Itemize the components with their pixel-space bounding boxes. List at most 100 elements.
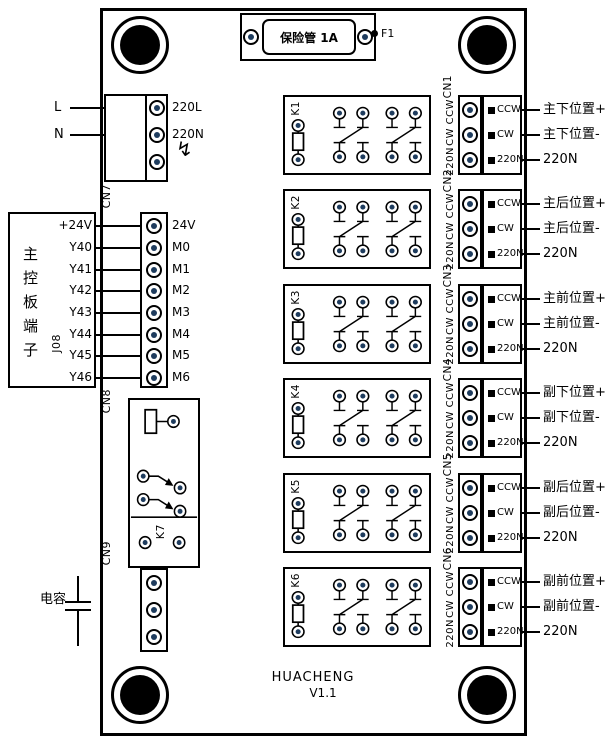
cn8-ref-label: CN8	[100, 389, 113, 414]
pad	[357, 29, 373, 45]
cn-pin-label: CW	[445, 411, 456, 429]
controller-terminal-box	[8, 212, 96, 388]
external-net-label: 副下位置-	[543, 410, 600, 425]
cn-pin-label: CCW	[445, 288, 456, 314]
relay-outline: K5	[283, 473, 431, 553]
pad	[149, 100, 165, 116]
terminal-label: CW	[497, 223, 514, 234]
cn-pin-label: CW	[445, 317, 456, 335]
cn-pin-label: CCW	[445, 193, 456, 219]
pad	[462, 246, 478, 262]
controller-pin-label: Y46	[69, 370, 92, 384]
mounting-hole-drill	[120, 25, 160, 65]
external-net-label: 主下位置-	[543, 127, 600, 142]
mounting-hole	[111, 16, 169, 74]
pad	[462, 385, 478, 401]
wire	[522, 631, 540, 633]
board-version-label: V1.1	[309, 686, 337, 700]
relay-outline: K3	[283, 284, 431, 364]
relay-channel-row: K1 CN1 CCW CW 220N CCW CW 220N 主下位置+ 主下位…	[283, 75, 610, 176]
controller-pin-label: Y43	[69, 305, 92, 319]
terminal-label: CW	[497, 129, 514, 140]
relay-ref-label: K3	[290, 290, 302, 305]
terminal-label: CW	[497, 601, 514, 612]
terminal-label: CW	[497, 318, 514, 329]
cn8-pin-label: M2	[172, 283, 190, 297]
wire	[522, 203, 540, 205]
external-net-label: 主前位置+	[543, 291, 606, 306]
controller-title: 主控板端子	[21, 246, 39, 366]
wire	[522, 159, 540, 161]
mounting-hole	[111, 666, 169, 724]
pad	[462, 574, 478, 590]
terminal-label: CCW	[497, 198, 521, 209]
cn-ref-label: CN4	[442, 358, 454, 382]
terminal-label: 220N	[497, 532, 524, 543]
relay-outline: K4	[283, 378, 431, 458]
pad	[462, 599, 478, 615]
lightning-icon: ↯	[176, 137, 193, 161]
external-net-label: 220N	[543, 530, 578, 545]
terminal-label: 220N	[497, 626, 524, 637]
terminal-pad	[488, 226, 495, 233]
terminal-label: 220N	[497, 437, 524, 448]
pad	[462, 530, 478, 546]
wire	[96, 312, 147, 314]
aux-relay-outline: K7	[128, 398, 200, 568]
relay-footprint-icon	[285, 569, 429, 645]
relay-footprint-icon	[285, 380, 429, 456]
terminal-pad	[488, 604, 495, 611]
cn-pin-label: CCW	[445, 99, 456, 125]
wire	[522, 537, 540, 539]
external-net-label: 主前位置-	[543, 316, 600, 331]
terminal-pad	[488, 390, 495, 397]
mounting-hole	[458, 666, 516, 724]
relay-outline: K2	[283, 189, 431, 269]
wire	[96, 377, 147, 379]
pad	[462, 410, 478, 426]
terminal-pad	[488, 629, 495, 636]
cn7-ref-label: CN7	[100, 184, 113, 209]
wire	[522, 417, 540, 419]
wire	[96, 355, 147, 357]
cn-pin-label: CW	[445, 506, 456, 524]
terminal-label: 220N	[497, 248, 524, 259]
pad	[146, 218, 162, 234]
pad	[462, 291, 478, 307]
relay-footprint-icon	[285, 286, 429, 362]
wire	[522, 298, 540, 300]
pad	[146, 370, 162, 386]
cn8-pin-label: M5	[172, 348, 190, 362]
relay-footprint-icon	[285, 475, 429, 551]
wire	[96, 334, 147, 336]
net-label-220l: 220L	[172, 100, 202, 114]
wire	[522, 581, 540, 583]
cn-ref-label: CN3	[442, 264, 454, 288]
relay-channel-row: K2 CN2 CCW CW 220N CCW CW 220N 主后位置+ 主后位…	[283, 169, 610, 270]
external-net-label: 220N	[543, 152, 578, 167]
fuse-body: 保险管 1A	[262, 19, 356, 55]
cn-pin-label: CW	[445, 600, 456, 618]
relay-channel-row: K3 CN3 CCW CW 220N CCW CW 220N 主前位置+ 主前位…	[283, 264, 610, 365]
cn8-pin-label: 24V	[172, 218, 196, 232]
wire	[96, 290, 147, 292]
terminal-pad	[488, 132, 495, 139]
pad	[462, 316, 478, 332]
relay-footprint-icon	[285, 191, 429, 267]
cn-ref-label: CN1	[442, 75, 454, 99]
pad	[462, 196, 478, 212]
pad	[146, 348, 162, 364]
connector-divider	[145, 96, 147, 180]
wire	[522, 487, 540, 489]
terminal-pad	[488, 535, 495, 542]
external-net-label: 220N	[543, 435, 578, 450]
wire	[522, 253, 540, 255]
terminal-label: CCW	[497, 104, 521, 115]
terminal-label: CCW	[497, 387, 521, 398]
relay-ref-label: K4	[290, 384, 302, 399]
fuse-ref-label: F1	[381, 27, 395, 40]
relay-channel-row: K4 CN4 CCW CW 220N CCW CW 220N 副下位置+ 副下位…	[283, 358, 610, 459]
relay-footprint-icon	[285, 97, 429, 173]
terminal-pad	[488, 296, 495, 303]
mounting-hole	[458, 16, 516, 74]
